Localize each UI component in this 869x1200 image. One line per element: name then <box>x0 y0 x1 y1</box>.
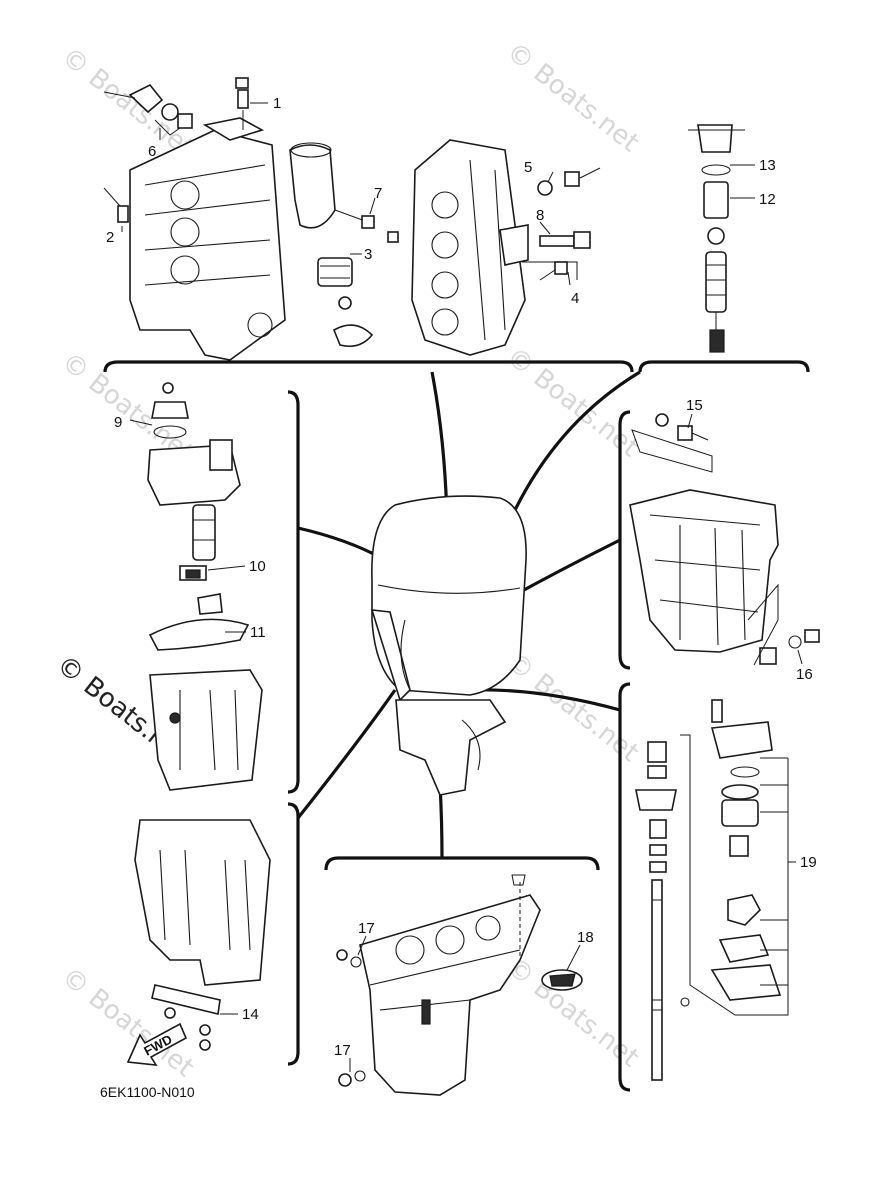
section-frames <box>103 360 810 1092</box>
watermark: © Boats.net <box>501 37 644 158</box>
callout-19: 19 <box>800 854 817 871</box>
upper-case <box>629 489 779 653</box>
callout-11: 11 <box>250 624 266 641</box>
part-2 <box>103 187 129 223</box>
part-7 <box>361 215 399 243</box>
part-5 <box>537 167 601 196</box>
callout-15: 15 <box>686 397 703 414</box>
connector-exhaust <box>296 689 397 819</box>
callout-14: 14 <box>242 1006 259 1023</box>
watermark: © Boats.net <box>56 42 199 163</box>
exhaust-manifold <box>134 819 271 986</box>
outboard-motor <box>370 495 527 796</box>
connector-lower-unit <box>438 784 444 859</box>
frame-left-mid <box>287 390 300 794</box>
callout-2: 2 <box>106 229 114 246</box>
callout-10: 10 <box>249 558 266 575</box>
callout-6: 6 <box>148 143 156 160</box>
frame-left-bottom <box>287 802 300 1066</box>
frame-top-left <box>103 360 634 373</box>
part-16 <box>747 583 820 666</box>
callout-1: 1 <box>273 95 281 112</box>
callout-9: 9 <box>114 414 122 431</box>
callouts: 1 2 3 4 5 6 7 8 9 10 11 12 13 14 15 16 1… <box>106 95 817 1059</box>
connector-filter <box>513 370 641 511</box>
callout-16: 16 <box>796 666 813 683</box>
callout-13: 13 <box>759 157 776 174</box>
callout-17-lower: 17 <box>334 1042 351 1059</box>
part-14 <box>151 984 221 1051</box>
part-18 <box>541 944 583 991</box>
callout-8: 8 <box>536 207 544 224</box>
lower-unit <box>359 874 541 1096</box>
part-6 <box>103 83 193 136</box>
callout-17-upper: 17 <box>358 920 375 937</box>
water-pump <box>680 699 789 1016</box>
watermark: © Boats.net <box>501 342 644 463</box>
part-1 <box>235 77 249 130</box>
part-8 <box>539 231 591 249</box>
part-17-lower <box>338 1070 366 1087</box>
callout-3: 3 <box>364 246 372 263</box>
callout-5: 5 <box>524 159 532 176</box>
fuel-filter <box>688 124 745 353</box>
drawing-code: 6EK1100-N010 <box>100 1084 195 1100</box>
part-10 <box>179 565 207 581</box>
intake-housing <box>289 142 369 229</box>
callout-12: 12 <box>759 191 776 208</box>
frame-right-bottom <box>618 682 631 1092</box>
part-3 <box>317 257 374 348</box>
watermark: © Boats.net <box>56 962 199 1083</box>
part-15 <box>631 413 713 473</box>
drive-shaft <box>635 741 677 1081</box>
callout-7: 7 <box>374 185 382 202</box>
vapor-separator <box>147 382 241 561</box>
watermark: © Boats.net <box>501 952 644 1073</box>
part-11 <box>148 593 263 791</box>
callout-4: 4 <box>571 290 579 307</box>
motor-midsection <box>395 699 507 796</box>
part-4 <box>522 261 578 281</box>
part-17-upper <box>336 949 362 968</box>
cylinder-head <box>411 139 529 356</box>
frame-lower-unit <box>324 856 600 871</box>
leader-lines <box>121 102 803 1072</box>
cylinder-block <box>129 117 286 361</box>
frame-top-right <box>638 360 810 373</box>
callout-18: 18 <box>577 929 594 946</box>
